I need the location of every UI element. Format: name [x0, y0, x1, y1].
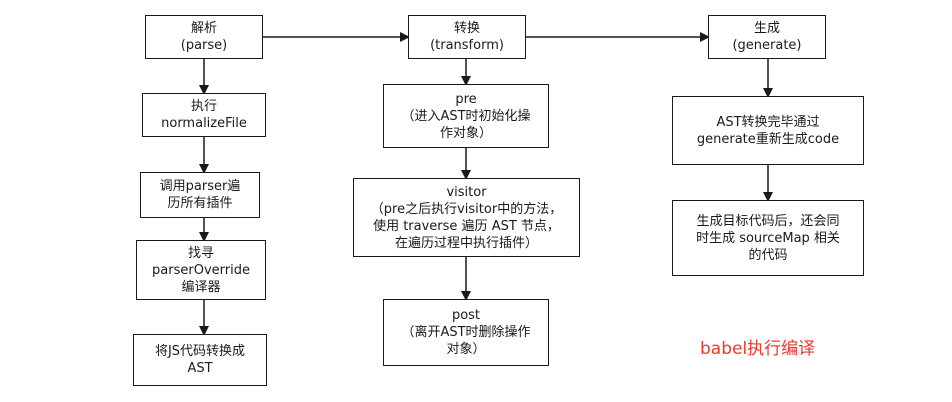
stage-box-transform[interactable]: 转换 (transform) [408, 15, 526, 59]
parse-step-normalize-file[interactable]: 执行 normalizeFile [142, 93, 266, 137]
stage-box-generate[interactable]: 生成 (generate) [708, 15, 826, 59]
generate-step-source-map[interactable]: 生成目标代码后，还会同 时生成 sourceMap 相关 的代码 [672, 200, 864, 276]
step-line: 的代码 [748, 247, 788, 263]
step-line: AST转换完毕通过 [716, 114, 820, 130]
step-line: AST [187, 361, 213, 376]
step-line: （离开AST时删除操作 [401, 325, 531, 340]
diagram-title: babel执行编译 [700, 339, 816, 359]
step-line: generate重新生成code [696, 131, 840, 147]
parse-step-call-parser[interactable]: 调用parser遍 历所有插件 [140, 172, 260, 218]
step-line: visitor [446, 184, 487, 200]
step-line: 时生成 sourceMap 相关 [696, 230, 840, 246]
step-line: normalizeFile [161, 116, 247, 131]
step-line: pre [455, 91, 477, 107]
transform-step-post[interactable]: post （离开AST时删除操作 对象） [383, 299, 549, 366]
transform-step-pre[interactable]: pre （进入AST时初始化操 作对象） [383, 84, 549, 148]
step-line: parserOverride [152, 262, 250, 278]
stage-name-generate: 生成 [753, 21, 780, 36]
step-line: 对象） [446, 342, 486, 357]
stage-english-parse: (parse) [180, 38, 228, 53]
generate-step-regenerate-code[interactable]: AST转换完毕通过 generate重新生成code [672, 96, 864, 165]
step-line: 历所有插件 [167, 196, 233, 211]
step-line: 在遍历过程中执行插件） [394, 235, 538, 251]
step-line: 作对象） [439, 125, 492, 141]
step-line: 将JS代码转换成 [154, 344, 246, 359]
stage-english-generate: (generate) [732, 38, 802, 53]
step-line: 调用parser遍 [159, 179, 241, 194]
parse-step-parser-override[interactable]: 找寻 parserOverride 编译器 [136, 240, 266, 300]
step-line: post [451, 308, 481, 323]
parse-step-to-ast[interactable]: 将JS代码转换成 AST [133, 334, 267, 386]
stage-english-transform: (transform) [430, 38, 504, 53]
step-line: 执行 [190, 99, 217, 114]
step-line: 编译器 [181, 279, 221, 295]
stage-name-transform: 转换 [453, 21, 480, 36]
step-line: （pre之后执行visitor中的方法， [370, 201, 563, 217]
stage-name-parse: 解析 [190, 21, 217, 36]
transform-step-visitor[interactable]: visitor （pre之后执行visitor中的方法， 使用 traverse… [353, 178, 580, 257]
step-line: 使用 traverse 遍历 AST 节点， [373, 218, 560, 234]
stage-box-parse[interactable]: 解析 (parse) [145, 15, 263, 59]
step-line: 生成目标代码后，还会同 [696, 213, 840, 229]
step-line: 找寻 [187, 245, 214, 261]
step-line: （进入AST时初始化操 [401, 108, 531, 124]
